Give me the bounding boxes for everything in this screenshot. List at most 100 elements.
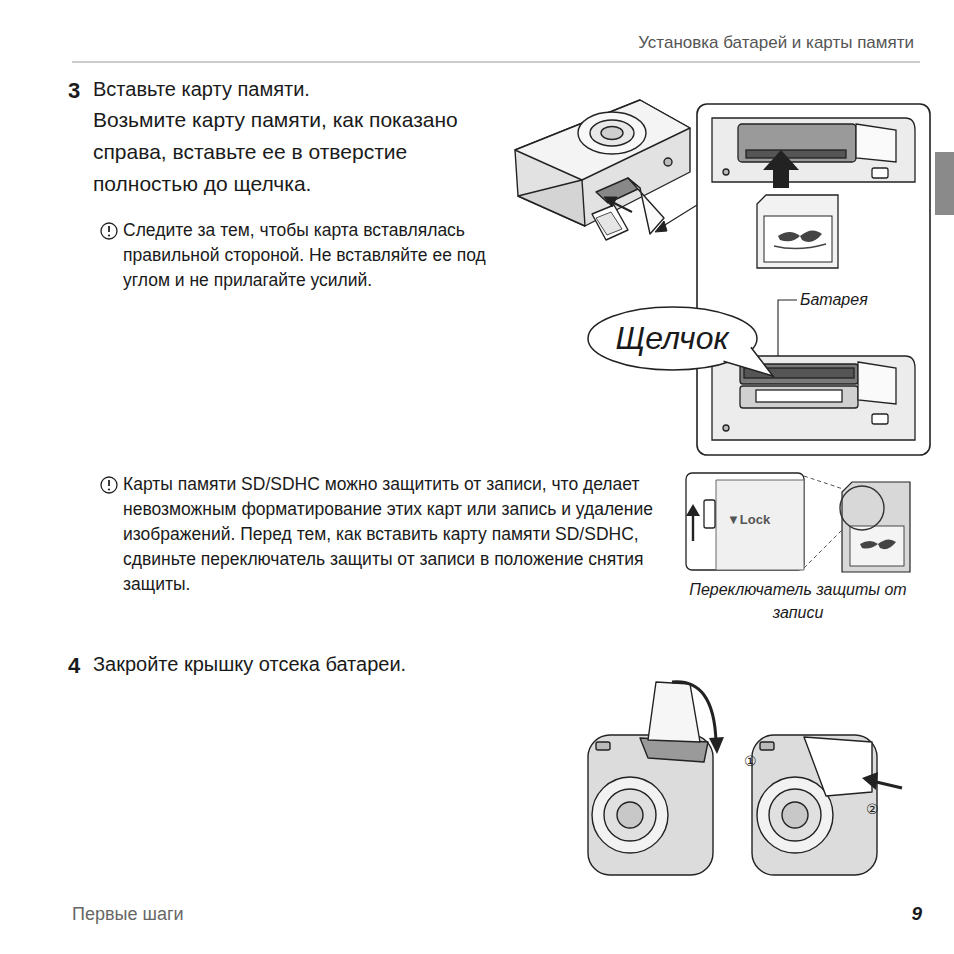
camera-slot-inserted [712,356,915,440]
camera-slot-detail [712,118,915,182]
camera-illustration [596,742,610,750]
note-text: Следите за тем, чтобы карта вставлялась … [123,218,498,293]
camera-illustration [752,735,877,875]
camera-illustration [515,100,690,180]
camera-slot-detail [712,118,915,182]
sd-card [764,216,832,262]
sd-card [774,244,826,249]
push-arrow [862,772,878,790]
camera-slot-inserted [872,414,888,424]
camera-slot-inserted [723,425,729,431]
up-arrow [773,168,789,188]
sd-card-small [860,541,878,549]
camera-illustration [804,737,872,796]
camera-illustration [752,735,877,875]
up-arrow [763,150,799,188]
part-label: Батарея [800,289,910,310]
camera-slot-inserted [712,356,915,440]
insert-arrow [612,202,632,212]
sd-card-small [840,482,910,572]
warning-icon [108,226,110,232]
note-text: Карты памяти SD/SDHC можно защитить от з… [123,472,668,597]
up-arrow [763,150,799,170]
camera-illustration [760,742,774,750]
bubble-text-wrap: Щелчок [586,320,759,357]
camera-illustration [515,100,690,226]
camera-slot-detail [856,124,896,162]
step-text: Возьмите карту памяти, как показано спра… [93,104,508,200]
camera-illustration [648,682,700,742]
callout-number: ① [744,752,768,770]
camera-illustration [769,789,821,841]
camera-illustration [782,802,808,828]
callout-number: ② [866,800,890,818]
header-rule [72,62,920,63]
camera-illustration [515,100,690,240]
step-heading: Вставьте карту памяти. [93,76,513,102]
bubble-tail [723,347,772,376]
lock-detail [716,480,804,570]
lock-detail [686,473,804,570]
camera-illustration [757,777,833,853]
sd-card [757,195,838,268]
camera-illustration [664,158,672,166]
camera-illustration [604,789,656,841]
lock-detail [704,500,715,528]
camera-slot-inserted [858,362,896,404]
camera-slot-detail [723,169,729,175]
section-tab [935,152,954,215]
warning-icon [108,234,110,236]
rotate-arrow [672,682,724,754]
lock-detail [686,473,804,570]
running-header: Установка батарей и карты памяти [480,33,914,53]
warning-icon [101,223,117,239]
camera-illustration [578,112,646,154]
sd-card [757,195,838,268]
camera-illustration [592,205,628,240]
insert-arrow [604,197,617,207]
camera-illustration [601,127,623,140]
warning-icon [101,477,117,493]
camera-illustration [596,212,622,235]
camera-illustration [592,777,668,853]
rotate-arrow [672,682,716,742]
warning-icon [108,480,110,486]
switch-label: ▼Lock [727,511,802,528]
step-number: 4 [68,651,90,680]
camera-illustration [628,178,664,234]
camera-slot-inserted [756,390,842,402]
rotate-arrow [709,737,724,754]
page-number: 9 [880,901,922,926]
warning-icon [108,488,110,490]
sd-card-small [840,486,884,530]
camera-illustration [617,802,643,828]
figure-caption: Переключатель защиты от записи [676,578,920,624]
camera-illustration [590,120,634,146]
insert-arrow [655,221,667,232]
camera-illustration [588,735,713,875]
warning-icon [101,477,117,493]
warning-icon [101,223,117,239]
section-tab [935,152,954,215]
sd-card-small [878,539,896,549]
insert-arrow [604,197,697,232]
camera-slot-detail [872,168,888,178]
lock-detail [686,504,700,516]
camera-illustration [518,180,585,226]
header-rule [72,62,920,63]
sd-card-small [850,526,904,566]
speech-bubble: Щелчок [586,305,759,372]
bubble-tail [723,347,772,376]
camera-slot-detail [746,150,846,158]
lock-detail [692,514,694,541]
camera-illustration [588,682,713,875]
bubble-text: Щелчок [586,320,759,357]
dashed-callout [804,476,846,490]
sd-card [800,230,822,242]
detail-panel [697,104,930,455]
sd-card [778,232,800,241]
push-arrow [862,772,902,790]
step-number: 3 [68,76,90,105]
footer-section: Первые шаги [72,903,372,926]
